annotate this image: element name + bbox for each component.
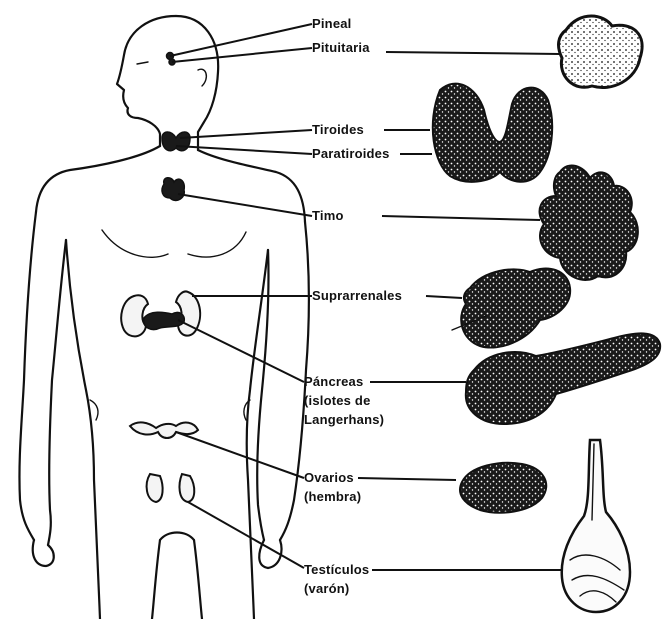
label-suprarrenales: Suprarrenales (312, 288, 402, 304)
label-pituitaria: Pituitaria (312, 40, 370, 56)
label-testiculos-line2: (varón) (304, 581, 349, 597)
right-shoulder (198, 150, 305, 222)
eye-mark (137, 62, 148, 64)
label-pancreas-line3: Langerhans) (304, 412, 384, 428)
testiculos-leader (188, 502, 304, 568)
ovarios-leader-right (358, 478, 456, 480)
thymus-in-body (162, 178, 184, 201)
thymus-gland-illustration (540, 165, 638, 280)
chest-left (102, 230, 168, 257)
torso-left (66, 240, 100, 619)
left-hand (33, 540, 54, 566)
left-shoulder (36, 146, 160, 212)
label-paratiroides: Paratiroides (312, 146, 390, 162)
torso-right (247, 250, 268, 619)
chest-right (188, 232, 246, 257)
organ-illustrations (433, 16, 660, 612)
left-arm-inner (48, 240, 66, 545)
label-testiculos-line1: Testículos (304, 562, 369, 578)
suprarrenal-gland-illustration (461, 269, 570, 348)
leg-inner-left (152, 540, 160, 619)
label-pineal: Pineal (312, 16, 352, 32)
leg-inner-right (194, 540, 202, 619)
paratiroides-leader (176, 146, 312, 154)
groin (160, 533, 194, 541)
tiroides-leader (180, 130, 312, 138)
left-kidney (121, 295, 148, 336)
body-organs (121, 53, 200, 503)
timo-leader (178, 194, 312, 216)
timo-leader-right (382, 216, 540, 220)
label-timo: Timo (312, 208, 344, 224)
left-arm-outer (19, 212, 36, 540)
label-ovarios-line2: (hembra) (304, 489, 361, 505)
head-back (176, 16, 218, 150)
suprarrenales-leader-right (426, 296, 462, 298)
label-ovarios-line1: Ovarios (304, 470, 354, 486)
ear-mark (198, 69, 206, 86)
label-pancreas-line1: Páncreas (304, 374, 363, 390)
thyroid-gland-illustration (433, 84, 552, 182)
testis-illustration (562, 440, 630, 612)
label-pancreas-line2: (islotes de (304, 393, 371, 409)
thyroid-in-body (162, 132, 190, 151)
testes-in-body (147, 474, 195, 502)
ovary-illustration (460, 463, 546, 513)
pituitaria-leader-right (386, 52, 560, 54)
label-tiroides: Tiroides (312, 122, 364, 138)
pineal-leader (170, 24, 312, 56)
pancreas-leader (178, 320, 304, 382)
ovarios-leader (176, 432, 304, 478)
pituitary-gland-illustration (559, 16, 643, 88)
head-outline (117, 16, 176, 146)
